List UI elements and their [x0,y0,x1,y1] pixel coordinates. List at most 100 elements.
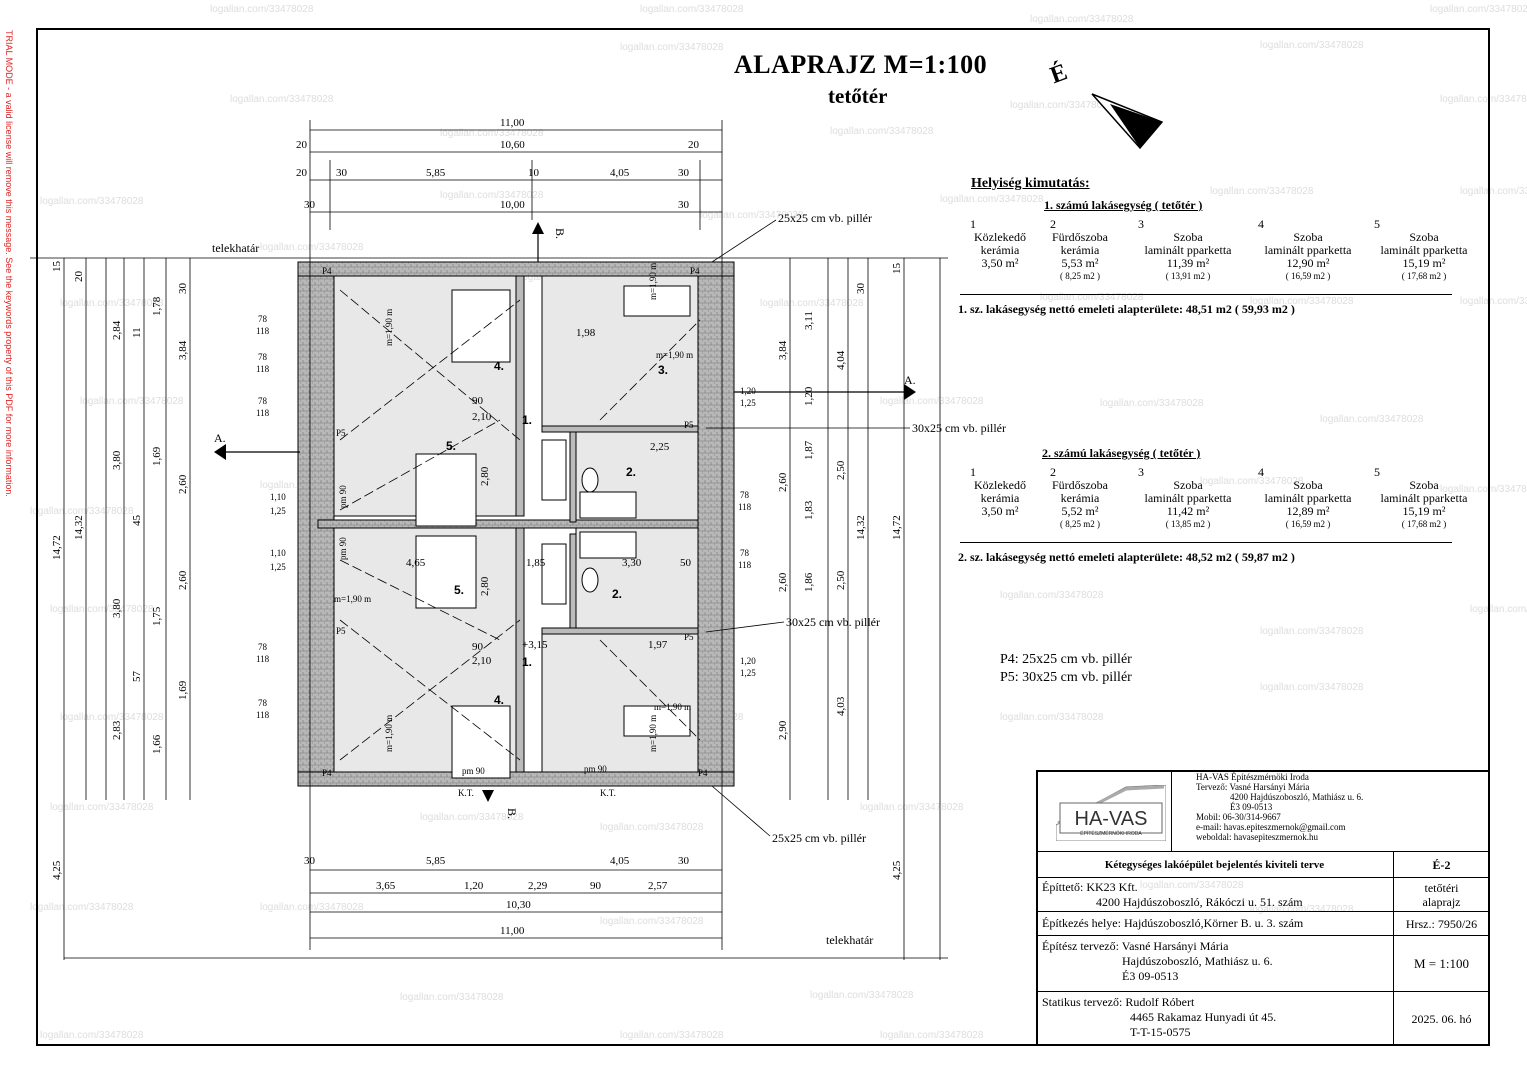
pillar-tag: P4 [690,266,700,276]
watermark-text: logallan.com/33478028 [1460,296,1527,307]
watermark-text: logallan.com/33478028 [1470,604,1527,615]
dimension-label: 3,11 [803,311,815,330]
dimension-label: 10,30 [506,899,531,911]
room-number: 2. [612,587,622,601]
watermark-text: logallan.com/33478028 [620,42,724,53]
svg-text:ÉPÍTÉSZMÉRNÖKI IRODA: ÉPÍTÉSZMÉRNÖKI IRODA [1080,830,1142,837]
project-title: Kétegységes lakóépület bejelentés kivite… [1036,852,1394,878]
dimension-label: 30 [336,167,348,179]
dimension-label: 90 [472,641,484,653]
dimension-label: 30 [304,855,316,867]
dimension-label: 10,00 [500,199,525,211]
watermark-text: logallan.com/33478028 [1250,904,1354,915]
furniture [415,285,691,779]
dimension-label: 4,03 [835,696,847,716]
structural-cell: Statikus tervező: Rudolf Róbert 4465 Rak… [1036,992,1394,1046]
watermark-text: logallan.com/33478028 [1000,712,1104,723]
dimension-lines [30,120,948,960]
dimension-label: 78 [740,548,750,558]
dimension-label: 118 [738,560,752,570]
dimension-label: 2,29 [528,880,548,892]
watermark-text: logallan.com/33478028 [1010,100,1114,111]
watermark-text: logallan.com/33478028 [60,712,164,723]
pillar-tag: P4 [322,266,332,276]
room-number: 5. [454,583,464,597]
dimension-label: 1,20 [740,656,756,666]
dimension-label: 30 [855,283,867,295]
dimension-label: 14,72 [51,535,63,560]
watermark-text: logallan.com/33478028 [700,210,804,221]
dimension-label: 78 [258,698,268,708]
watermark-text: logallan.com/33478028 [210,4,314,15]
dimension-label: m=1,90 m [334,594,371,604]
dimension-label: 11,00 [500,925,525,937]
watermark-text: logallan.com/33478028 [1000,590,1104,601]
dimension-label: 1,85 [526,557,546,569]
watermark-text: logallan.com/33478028 [1260,40,1364,51]
watermark-text: logallan.com/33478028 [440,190,544,201]
dimension-label: 14,32 [855,515,867,540]
dimension-label: pm 90 [584,764,607,774]
architect-cell: Építész tervező: Vasné Harsányi Mária Ha… [1036,936,1394,992]
watermark-text: logallan.com/33478028 [940,194,1044,205]
dimension-label: 4,04 [835,350,847,370]
dimension-label: 2,60 [177,474,189,494]
watermark-text: logallan.com/33478028 [830,126,934,137]
dimension-label: 78 [258,396,268,406]
dimension-label: 90 [472,395,484,407]
watermark-text: logallan.com/33478028 [1430,4,1527,15]
dimension-label: 4,65 [406,557,426,569]
dimension-label: 2,60 [777,572,789,592]
pillar-tag: P4 [698,768,708,778]
watermark-text: logallan.com/33478028 [1460,186,1527,197]
dimension-label: 11,00 [500,117,525,129]
watermark-text: logallan.com/33478028 [1140,880,1244,891]
dimension-label: 1,97 [648,639,668,651]
dimension-label: 3,84 [777,340,789,360]
watermark-text: logallan.com/33478028 [620,1030,724,1041]
dimension-label: 2,60 [177,570,189,590]
dimension-label: 1,69 [151,446,163,466]
dimension-label: 5,85 [426,855,446,867]
section-a-left: A. [214,431,226,445]
chimney-tag: K.T. [458,788,474,798]
room-number: 1. [522,413,532,427]
dimension-label: 118 [256,326,270,336]
watermark-text: logallan.com/33478028 [1210,186,1314,197]
watermark-text: logallan.com/33478028 [1260,626,1364,637]
dimension-label: 2,50 [835,570,847,590]
dimension-label: m=1,90 m [648,715,658,752]
client-cell: Építtető: KK23 Kft. 4200 Hajdúszoboszló,… [1036,878,1394,912]
watermark-text: logallan.com/33478028 [1030,14,1134,25]
watermark-text: logallan.com/33478028 [1040,292,1144,303]
watermark-text: logallan.com/33478028 [440,128,544,139]
room-number: 1. [522,655,532,669]
drawing-title: ALAPRAJZ M=1:100 [734,50,988,79]
north-arrow-icon: É [1047,59,1164,150]
dimension-label: m=1,90 m [656,350,693,360]
drawing-subtitle: tetőtér [828,84,888,108]
dimension-label: 118 [256,364,270,374]
watermark-text: logallan.com/33478028 [30,902,134,913]
watermark-text: logallan.com/33478028 [600,822,704,833]
scale-cell: M = 1:100 [1394,936,1490,992]
leader-lines [705,219,910,837]
watermark-text: logallan.com/33478028 [810,990,914,1001]
dimension-label: 78 [258,314,268,324]
watermark-text: logallan.com/33478028 [30,506,134,517]
watermark-text: logallan.com/33478028 [420,812,524,823]
dimension-label: 3,80 [111,450,123,470]
dimension-label: 118 [256,408,270,418]
pillar-note: 30x25 cm vb. pillér [912,421,1006,435]
dimension-label: 118 [256,710,270,720]
hrsz-cell: Hrsz.: 7950/26 [1394,912,1490,936]
pillar-tag: P5 [684,632,694,642]
schedule-divider [960,294,1452,295]
unit-2-title: 2. számú lakásegység ( tetőtér ) [1042,446,1201,460]
dimension-label: 3,65 [376,880,396,892]
watermark-text: logallan.com/33478028 [760,298,864,309]
pillar-tag: P5 [336,626,346,636]
